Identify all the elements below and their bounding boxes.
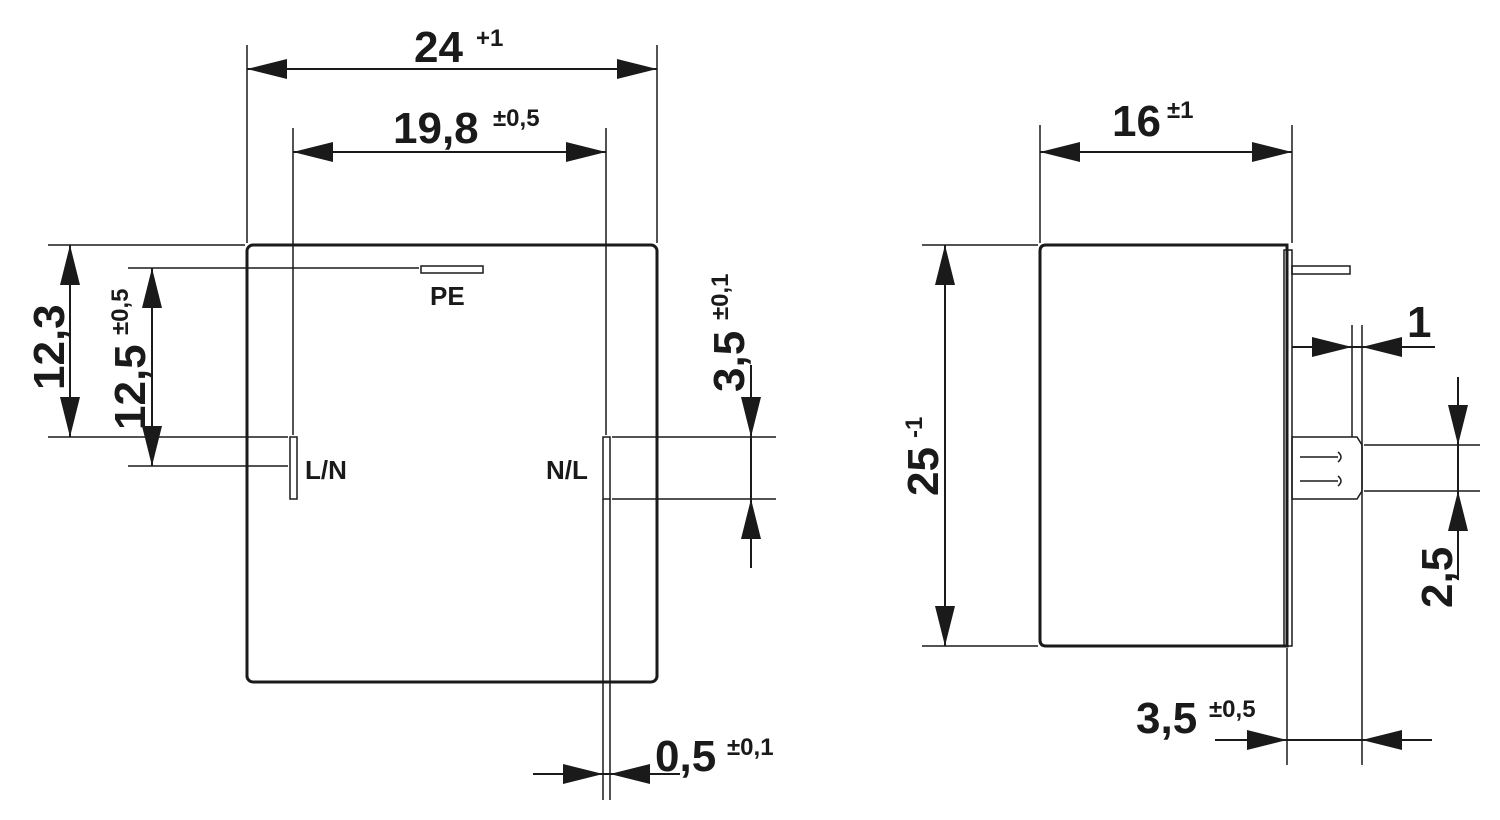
- dim-pin-width: 2,5: [1413, 377, 1468, 608]
- side-housing: [1038, 243, 1289, 648]
- dim-pin-protrusion-value: 3,5: [1136, 694, 1197, 743]
- dim-height-to-pins: 12,3: [25, 245, 80, 437]
- dim-pe-to-pins-tol: ±0,5: [107, 288, 134, 335]
- dim-pin-thickness-tol: ±0,1: [727, 734, 774, 761]
- dim-pin-protrusion: 3,5 ±0,5: [1136, 694, 1432, 750]
- dim-pin-width-value: 2,5: [1413, 547, 1462, 608]
- left-pin: [289, 436, 298, 500]
- left-pin-label: L/N: [305, 455, 347, 485]
- dim-pin-length: 3,5 ±0,1: [705, 273, 761, 568]
- pe-label: PE: [430, 281, 465, 311]
- dim-pe-to-pins-value: 12,5: [106, 344, 155, 430]
- dim-height-value: 25: [899, 447, 948, 496]
- dim-pin-length-tol: ±0,1: [707, 273, 734, 320]
- dim-pin-offset-value: 1: [1407, 298, 1431, 347]
- dim-pin-length-value: 3,5: [705, 331, 754, 392]
- side-main-pin: [1291, 436, 1363, 500]
- right-pin-label: N/L: [546, 455, 588, 485]
- dim-pin-spacing: 19,8 ±0,5: [293, 104, 606, 162]
- side-view: 16 ±1 25 -1 1 2,5: [899, 97, 1480, 765]
- dim-depth-value: 16: [1112, 97, 1161, 146]
- dim-height: 25 -1: [899, 245, 955, 646]
- side-pe-pin: [1291, 265, 1351, 275]
- dim-width-overall-tol: +1: [476, 25, 503, 52]
- dim-pin-spacing-value: 19,8: [393, 104, 479, 153]
- dim-width-overall-value: 24: [414, 23, 463, 72]
- dim-pin-offset: 1: [1292, 298, 1435, 357]
- front-housing: [245, 243, 659, 684]
- dim-depth-tol: ±1: [1167, 97, 1194, 124]
- dim-pe-to-pins: 12,5 ±0,5: [106, 268, 162, 466]
- dim-width-overall: 24 +1: [247, 23, 657, 79]
- dim-depth: 16 ±1: [1040, 97, 1292, 162]
- dim-pin-protrusion-tol: ±0,5: [1209, 696, 1256, 723]
- dim-pin-thickness: 0,5 ±0,1: [533, 732, 774, 784]
- front-view: PE L/N N/L 24 +1: [25, 23, 776, 800]
- dim-pin-thickness-value: 0,5: [655, 732, 716, 781]
- dim-height-tol: -1: [901, 417, 928, 438]
- dim-pin-spacing-tol: ±0,5: [493, 105, 540, 132]
- pe-pin: [420, 265, 484, 274]
- dim-height-to-pins-value: 12,3: [25, 304, 74, 390]
- right-pin: [602, 436, 611, 500]
